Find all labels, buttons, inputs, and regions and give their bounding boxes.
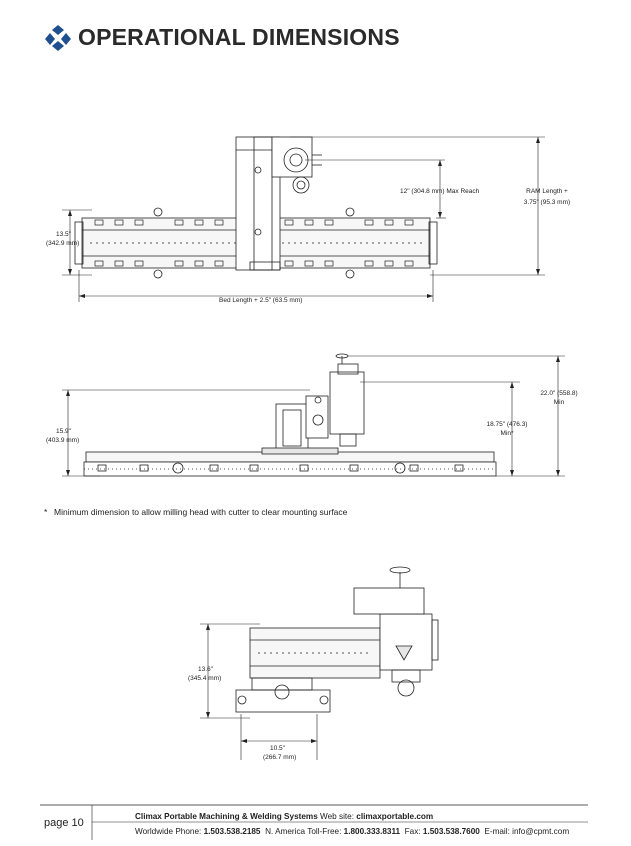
overall-height-label-1: 22.0" (558.8) — [540, 390, 578, 397]
bed-length-label: Bed Length + 2.5" (63.5 mm) — [219, 297, 303, 304]
end-height-label-2: (345.4 mm) — [188, 675, 222, 682]
climax-logo-icon — [45, 25, 71, 51]
end-height-label-1: 13.6" — [198, 666, 213, 673]
overall-height-label-2: Min — [553, 399, 565, 406]
ram-length-label-1: RAM Length + — [526, 188, 568, 195]
page-footer: page 10 Climax Portable Machining & Weld… — [40, 805, 588, 841]
page-number: page 10 — [44, 817, 84, 829]
end-width-label-1: 10.5" — [270, 745, 285, 752]
height-label-1: 13.5" — [56, 231, 71, 238]
fax-label: Fax: — [404, 827, 421, 836]
end-width-label-2: (266.7 mm) — [263, 754, 297, 761]
footnote-text: Minimum dimension to allow milling head … — [54, 507, 348, 517]
page-title: OPERATIONAL DIMENSIONS — [78, 24, 400, 50]
website-label: Web site: — [320, 812, 355, 821]
fax-number: 1.503.538.7600 — [422, 827, 480, 836]
footer-line-1: Climax Portable Machining & Welding Syst… — [135, 812, 433, 821]
worldwide-phone: 1.503.538.2185 — [203, 827, 261, 836]
left-height-label-1: 15.9" — [56, 428, 71, 435]
tollfree-label: N. America Toll-Free: — [265, 827, 342, 836]
ram-length-label-2: 3.75" (95.3 mm) — [523, 199, 571, 206]
top-view-drawing — [74, 136, 438, 279]
left-height-label-2: (403.9 mm) — [46, 437, 80, 444]
footnote-asterisk: * — [44, 507, 48, 517]
email-label: E-mail: — [484, 827, 510, 836]
end-view-drawing — [235, 566, 439, 713]
side-view-drawing — [83, 353, 497, 477]
company-name: Climax Portable Machining & Welding Syst… — [135, 812, 318, 821]
worldwide-label: Worldwide Phone: — [135, 827, 202, 836]
tollfree-phone: 1.800.333.8311 — [343, 827, 401, 836]
email-link[interactable]: info@cpmt.com — [512, 827, 570, 836]
mid-height-label-1: 18.75" (476.3) — [486, 421, 528, 428]
footer-line-2: Worldwide Phone: 1.503.538.2185 N. Ameri… — [135, 827, 569, 836]
mid-height-label-2: Min* — [500, 430, 514, 437]
website-link[interactable]: climaxportable.com — [356, 812, 434, 821]
height-label-2: (342.9 mm) — [46, 240, 80, 247]
max-reach-label: 12" (304.8 mm) Max Reach — [400, 188, 480, 195]
